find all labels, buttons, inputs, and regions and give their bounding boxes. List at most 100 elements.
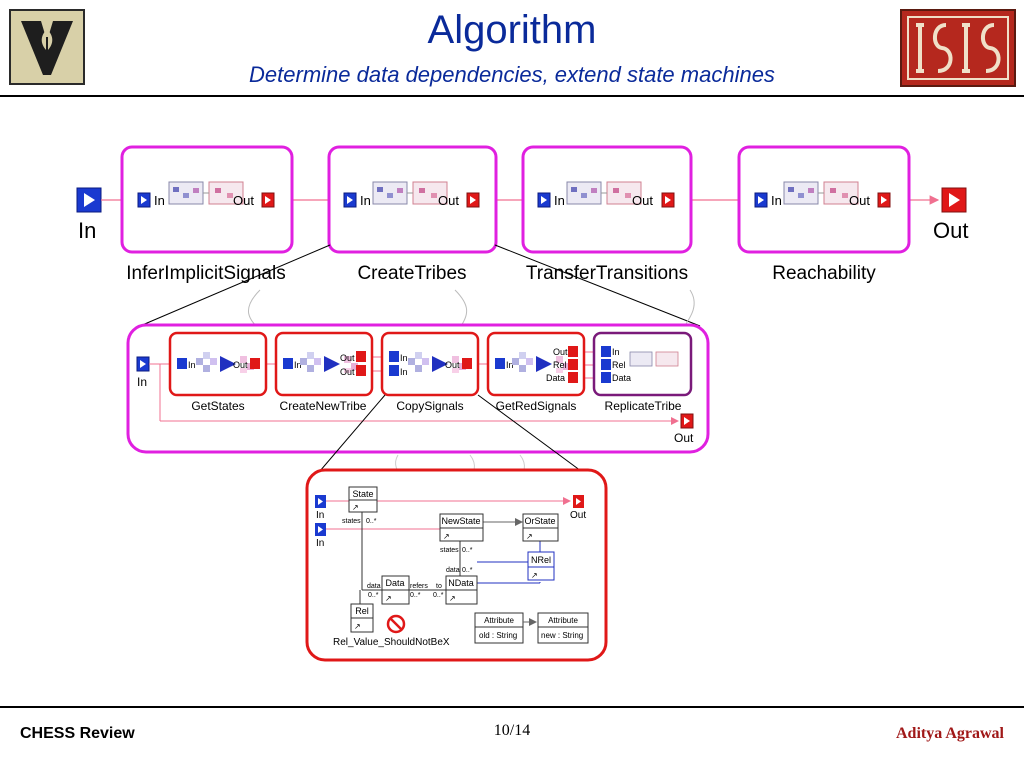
class-attribute-new[interactable]: Attribute new : String — [537, 612, 589, 644]
svg-text:Out: Out — [340, 353, 355, 363]
block-reachability[interactable]: In Out — [737, 145, 911, 254]
svg-text:NData: NData — [448, 578, 474, 588]
svg-text:Data: Data — [612, 373, 631, 383]
block-get-states[interactable]: In Out — [168, 331, 268, 397]
footer-event: CHESS Review — [20, 725, 135, 742]
zoom-line-left — [139, 244, 331, 327]
svg-text:states: states — [440, 547, 459, 554]
block-replicate-tribe[interactable]: In Rel Data — [592, 331, 693, 397]
svg-text:Attribute: Attribute — [548, 616, 578, 625]
svg-text:Attribute: Attribute — [484, 616, 514, 625]
svg-text:In: In — [188, 360, 196, 370]
svg-text:0..*: 0..* — [368, 592, 379, 599]
isis-logo-icon — [900, 9, 1016, 87]
svg-text:In: In — [400, 367, 408, 377]
class-state[interactable]: State ↗ — [348, 486, 378, 513]
svg-text:Out: Out — [438, 193, 459, 208]
class-or-state[interactable]: OrState ↗ — [522, 513, 559, 542]
svg-text:↗: ↗ — [526, 532, 533, 541]
rule-out-label: Out — [570, 510, 586, 521]
svg-text:0..*: 0..* — [462, 547, 473, 554]
svg-text:old : String: old : String — [479, 631, 517, 640]
label-get-states: GetStates — [191, 399, 244, 413]
label-create-tribes: CreateTribes — [357, 263, 466, 284]
svg-text:↗: ↗ — [354, 622, 361, 631]
slide-subtitle: Determine data dependencies, extend stat… — [249, 62, 775, 87]
label-get-red-signals: GetRedSignals — [496, 399, 577, 413]
svg-text:↗: ↗ — [352, 503, 359, 512]
svg-text:Rel: Rel — [612, 360, 626, 370]
svg-text:OrState: OrState — [524, 516, 555, 526]
svg-text:↗: ↗ — [385, 594, 392, 603]
svg-text:In: In — [360, 193, 371, 208]
svg-text:Data: Data — [546, 373, 565, 383]
label-infer-implicit-signals: InferImplicitSignals — [126, 263, 285, 284]
class-new-state[interactable]: NewState ↗ — [439, 513, 484, 542]
svg-text:Rel: Rel — [355, 606, 369, 616]
svg-text:Out: Out — [632, 193, 653, 208]
block-get-red-signals[interactable]: In Out Rel Data — [486, 331, 586, 397]
svg-text:↗: ↗ — [531, 571, 538, 580]
slide-footer: CHESS Review 10/14 Aditya Agrawal — [0, 706, 1024, 770]
svg-text:states: states — [342, 518, 361, 525]
svg-text:In: In — [294, 360, 302, 370]
svg-text:data: data — [446, 567, 460, 574]
svg-text:0..*: 0..* — [366, 518, 377, 525]
zoom-line-right — [494, 244, 701, 327]
svg-text:State: State — [352, 489, 373, 499]
svg-text:Out: Out — [340, 367, 355, 377]
svg-text:Out: Out — [445, 360, 460, 370]
slide-header: Algorithm Determine data dependencies, e… — [0, 0, 1024, 97]
block-infer-implicit-signals[interactable]: In Out — [120, 145, 294, 254]
constraint-label: Rel_Value_ShouldNotBeX — [333, 637, 450, 648]
class-ndata[interactable]: NData ↗ — [445, 575, 478, 605]
svg-text:0..*: 0..* — [433, 592, 444, 599]
svg-text:In: In — [771, 193, 782, 208]
svg-text:In: In — [400, 353, 408, 363]
middle-out-label: Out — [674, 431, 694, 445]
class-data[interactable]: Data ↗ — [381, 575, 410, 605]
label-replicate-tribe: ReplicateTribe — [605, 399, 682, 413]
top-out-label: Out — [933, 218, 968, 243]
class-rel[interactable]: Rel ↗ — [350, 603, 374, 633]
svg-text:NewState: NewState — [441, 516, 480, 526]
svg-text:In: In — [554, 193, 565, 208]
svg-text:In: In — [506, 360, 514, 370]
svg-text:NRel: NRel — [531, 555, 551, 565]
middle-row-diagram: In Out In Out GetStates In — [126, 323, 710, 454]
svg-text:0..*: 0..* — [462, 567, 473, 574]
svg-text:new : String: new : String — [541, 631, 583, 640]
svg-text:↗: ↗ — [443, 532, 450, 541]
svg-text:Out: Out — [233, 360, 248, 370]
svg-text:to: to — [436, 583, 442, 590]
rule-in-label-1: In — [316, 510, 324, 521]
svg-text:refers: refers — [410, 583, 428, 590]
footer-page-number: 10/14 — [493, 722, 531, 739]
vanderbilt-v-logo-icon — [9, 9, 85, 85]
svg-text:Out: Out — [849, 193, 870, 208]
class-attribute-old[interactable]: Attribute old : String — [474, 612, 524, 644]
svg-text:Out: Out — [233, 193, 254, 208]
block-transfer-transitions[interactable]: In Out — [521, 145, 693, 254]
footer-author: Aditya Agrawal — [896, 725, 1004, 742]
block-create-tribes[interactable]: In Out — [327, 145, 498, 254]
prohibited-icon — [386, 614, 406, 634]
block-create-new-tribe[interactable]: In Out Out — [274, 331, 374, 397]
class-nrel[interactable]: NRel ↗ — [527, 551, 555, 581]
top-row-diagram: In Out In Out InferImplicitSignals In Ou… — [76, 145, 968, 284]
svg-text:In: In — [154, 193, 165, 208]
svg-text:0..*: 0..* — [410, 592, 421, 599]
middle-in-label: In — [137, 375, 147, 389]
label-reachability: Reachability — [772, 263, 876, 284]
copy-signals-rule-diagram: In In Out State ↗ states 0..* — [305, 468, 608, 662]
svg-text:In: In — [612, 347, 620, 357]
label-transfer-transitions: TransferTransitions — [526, 263, 688, 284]
svg-text:data: data — [367, 583, 381, 590]
block-copy-signals[interactable]: In In Out — [380, 331, 480, 397]
svg-text:Out: Out — [553, 347, 568, 357]
svg-text:Data: Data — [385, 578, 404, 588]
top-in-label: In — [78, 218, 96, 243]
label-copy-signals: CopySignals — [396, 399, 463, 413]
label-create-new-tribe: CreateNewTribe — [280, 399, 367, 413]
